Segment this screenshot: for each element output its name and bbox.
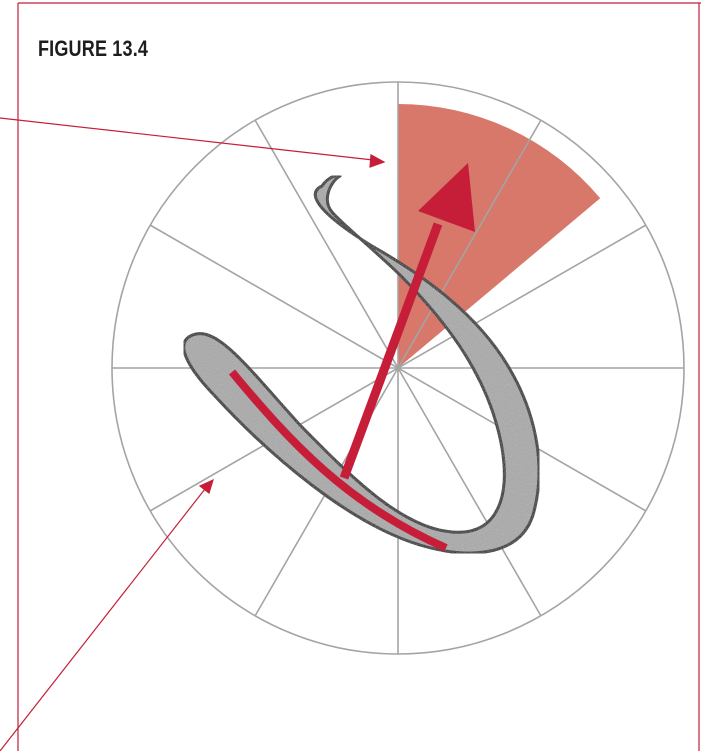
figure-frame (17, 2, 701, 751)
curved-stroke (182, 174, 541, 555)
direction-arrow-shaft (339, 222, 443, 480)
callout-pointer-bottom (0, 488, 206, 751)
callout-pointers (0, 117, 386, 751)
figure-label: FIGURE 13.4 (38, 36, 149, 61)
callout-arrowhead-bottom (198, 478, 214, 495)
curved-stroke-body (182, 174, 541, 555)
callout-arrowhead-top (369, 154, 386, 168)
stroke-direction-guide (228, 369, 448, 552)
direction-arrowhead (418, 163, 475, 232)
direction-arrow (339, 163, 475, 480)
callout-pointer-top (0, 117, 374, 161)
dial-spokes (112, 82, 684, 654)
highlighted-sector (398, 104, 601, 368)
